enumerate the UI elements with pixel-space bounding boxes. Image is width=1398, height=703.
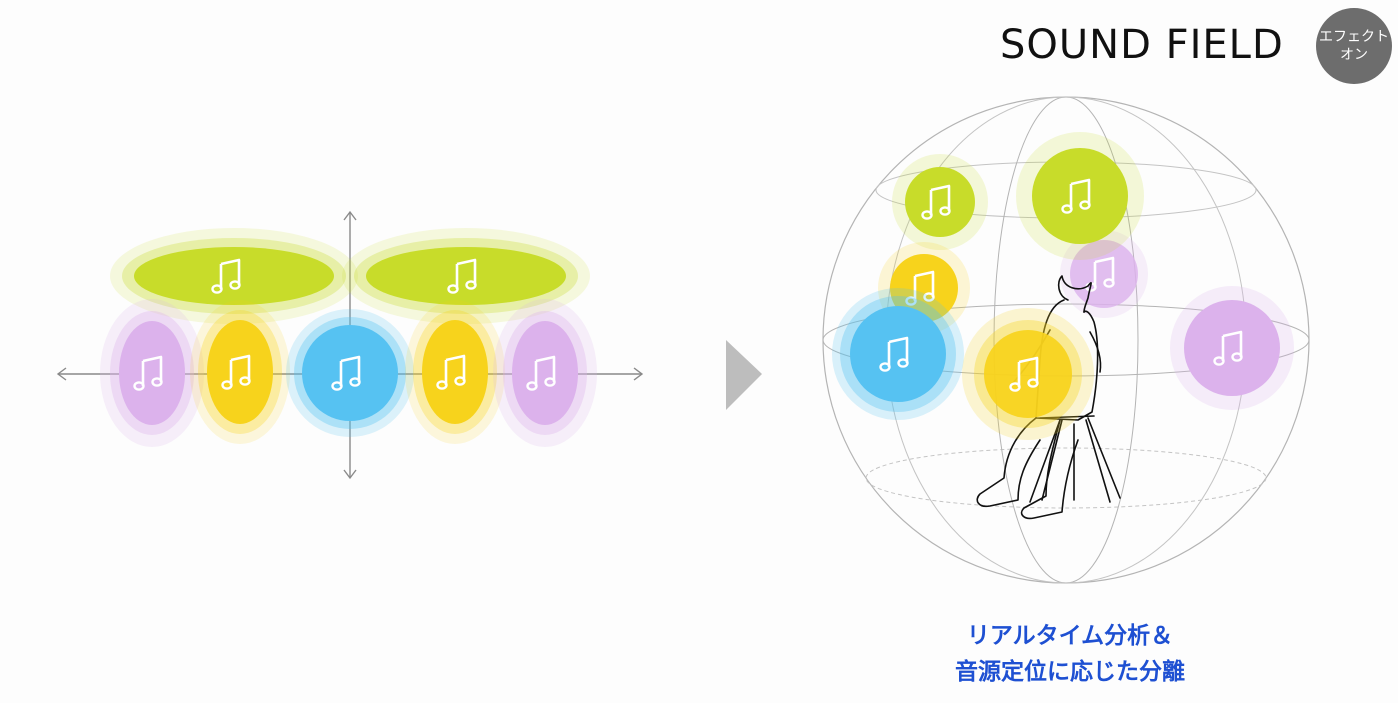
- sound-source-blue: [286, 309, 414, 437]
- page-title: SOUND FIELD: [1000, 22, 1284, 68]
- next-arrow-icon: [726, 340, 762, 410]
- caption-line: 音源定位に応じた分離: [955, 659, 1185, 685]
- sound-source-blue: [832, 288, 964, 420]
- caption: リアルタイム分析＆ 音源定位に応じた分離: [920, 618, 1220, 690]
- caption-line: リアルタイム分析＆: [966, 623, 1174, 649]
- sound-source-green: [342, 228, 590, 324]
- effect-on-badge: エフェクト オン: [1316, 8, 1392, 84]
- listener-figure: [976, 275, 1121, 520]
- sound-source-yellow: [405, 300, 505, 444]
- sound-source-purple: [493, 299, 597, 447]
- sound-field-sphere: [822, 96, 1310, 584]
- stereo-layout: [56, 210, 644, 480]
- sound-source-green: [110, 228, 358, 324]
- badge-text: エフェクト: [1319, 29, 1389, 45]
- sound-source-purple: [1170, 286, 1294, 410]
- sound-source-purple: [100, 299, 204, 447]
- sound-source-yellow: [190, 300, 290, 444]
- badge-text: オン: [1340, 47, 1368, 63]
- sound-source-green: [1016, 132, 1144, 260]
- sound-source-purple: [1060, 230, 1148, 318]
- sound-source-yellow: [962, 308, 1094, 440]
- sound-source-green: [892, 154, 988, 250]
